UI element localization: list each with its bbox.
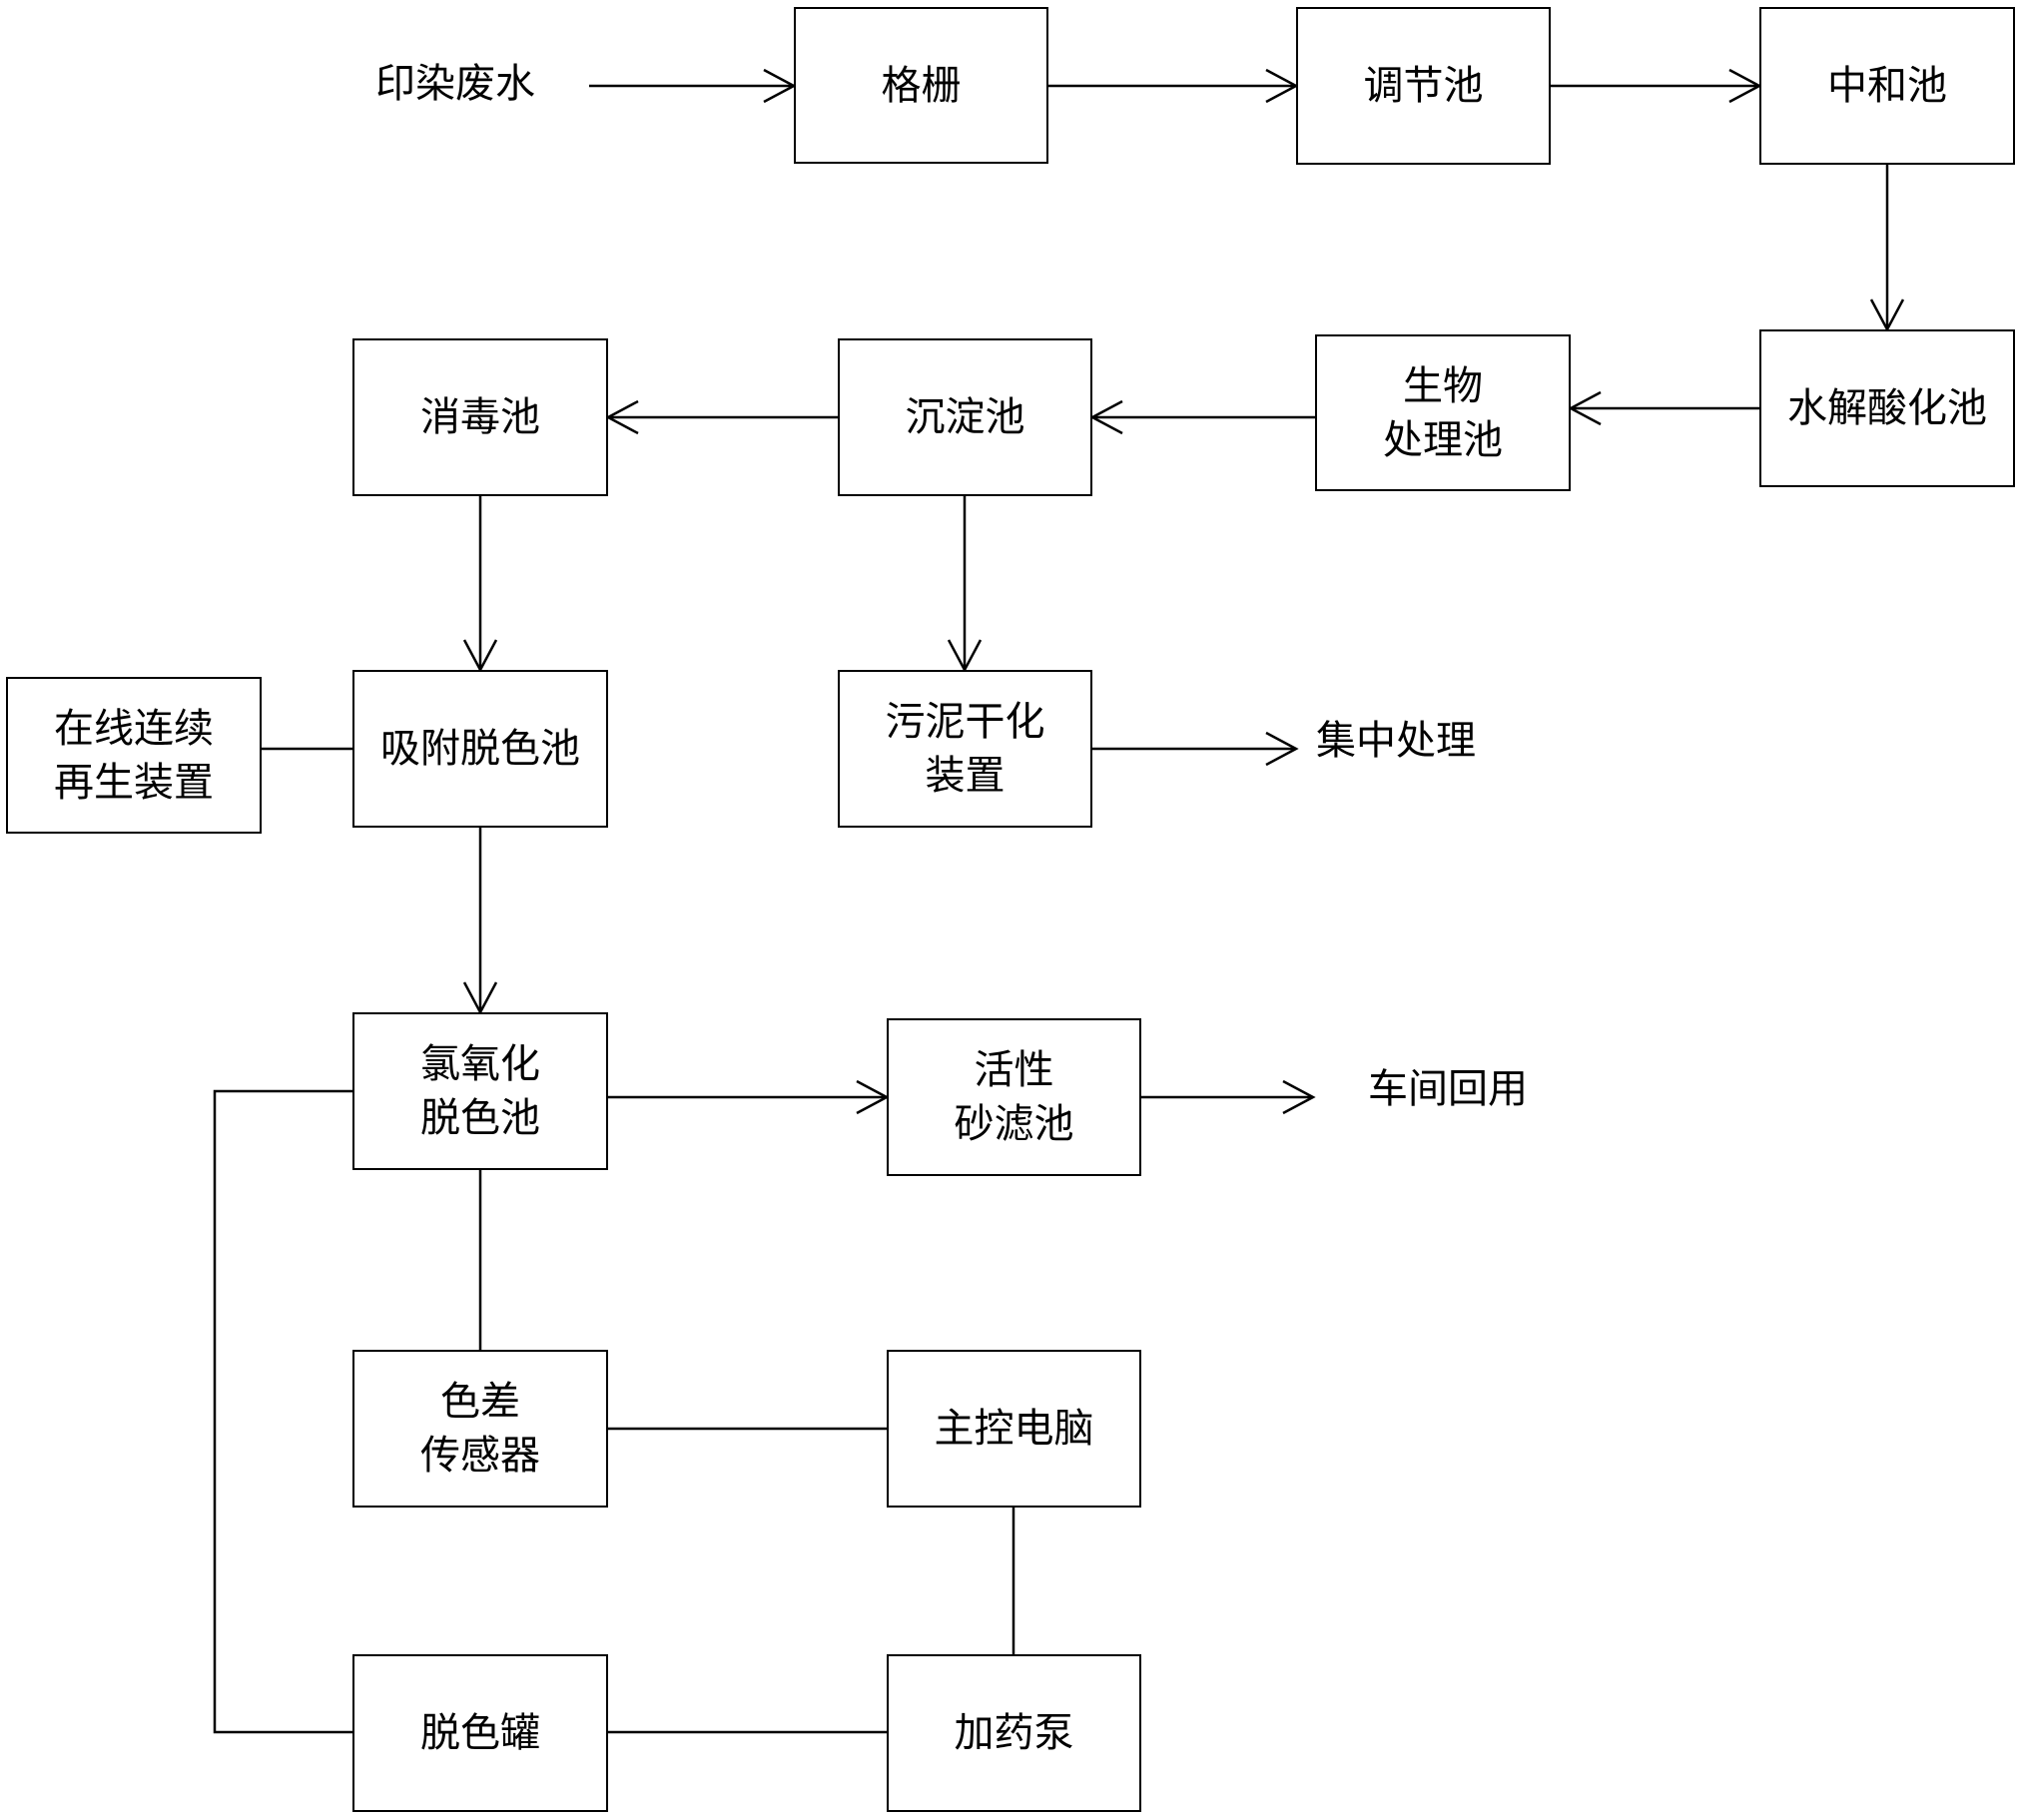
regeneration-device-box: 在线连续 再生装置 [6, 677, 262, 834]
regeneration-device-label: 在线连续 再生装置 [54, 705, 214, 806]
settling-tank-box: 沉淀池 [838, 338, 1092, 496]
chlorination-tank-box: 氯氧化 脱色池 [352, 1012, 608, 1170]
workshop-reuse-label: 车间回用 [1368, 1066, 1528, 1112]
decolor-tank-box: 脱色罐 [352, 1654, 608, 1812]
sand-filter-label: 活性 砂滤池 [954, 1047, 1074, 1147]
adjusting-tank-label: 调节池 [1363, 63, 1484, 109]
color-sensor-label: 色差 传感器 [420, 1379, 540, 1479]
disinfection-tank-box: 消毒池 [352, 338, 608, 496]
adjusting-tank-box: 调节池 [1296, 7, 1551, 165]
arrowhead-bio [1568, 390, 1602, 426]
dosing-pump-box: 加药泵 [887, 1654, 1141, 1812]
arrowhead-settling [1089, 399, 1123, 435]
arrowhead-disinfection [605, 399, 639, 435]
link-decolor-chlorination-loop [213, 1089, 352, 1734]
adsorption-tank-label: 吸附脱色池 [380, 726, 580, 772]
decolor-tank-label: 脱色罐 [420, 1710, 540, 1756]
adsorption-tank-box: 吸附脱色池 [352, 670, 608, 828]
sludge-dryer-label: 污泥干化 装置 [885, 699, 1045, 799]
main-computer-box: 主控电脑 [887, 1350, 1141, 1508]
bio-tank-box: 生物 处理池 [1315, 334, 1571, 491]
color-sensor-box: 色差 传感器 [352, 1350, 608, 1508]
settling-tank-label: 沉淀池 [905, 394, 1025, 440]
neutralization-tank-box: 中和池 [1759, 7, 2015, 165]
hydrolysis-tank-box: 水解酸化池 [1759, 329, 2015, 487]
chlorination-tank-label: 氯氧化 脱色池 [420, 1041, 540, 1141]
dosing-pump-label: 加药泵 [954, 1710, 1074, 1756]
main-computer-label: 主控电脑 [934, 1406, 1094, 1452]
grille-box: 格栅 [794, 7, 1048, 164]
sludge-dryer-box: 污泥干化 装置 [838, 670, 1092, 828]
arrowhead-reuse [1282, 1079, 1316, 1115]
neutralization-tank-label: 中和池 [1827, 63, 1947, 109]
disinfection-tank-label: 消毒池 [420, 394, 540, 440]
hydrolysis-tank-label: 水解酸化池 [1787, 385, 1987, 431]
source-label: 印染废水 [375, 61, 535, 107]
arrowhead-central [1265, 731, 1299, 767]
bio-tank-label: 生物 处理池 [1383, 362, 1503, 463]
sand-filter-box: 活性 砂滤池 [887, 1018, 1141, 1176]
grille-label: 格栅 [881, 62, 962, 109]
central-treatment-label: 集中处理 [1316, 718, 1476, 764]
